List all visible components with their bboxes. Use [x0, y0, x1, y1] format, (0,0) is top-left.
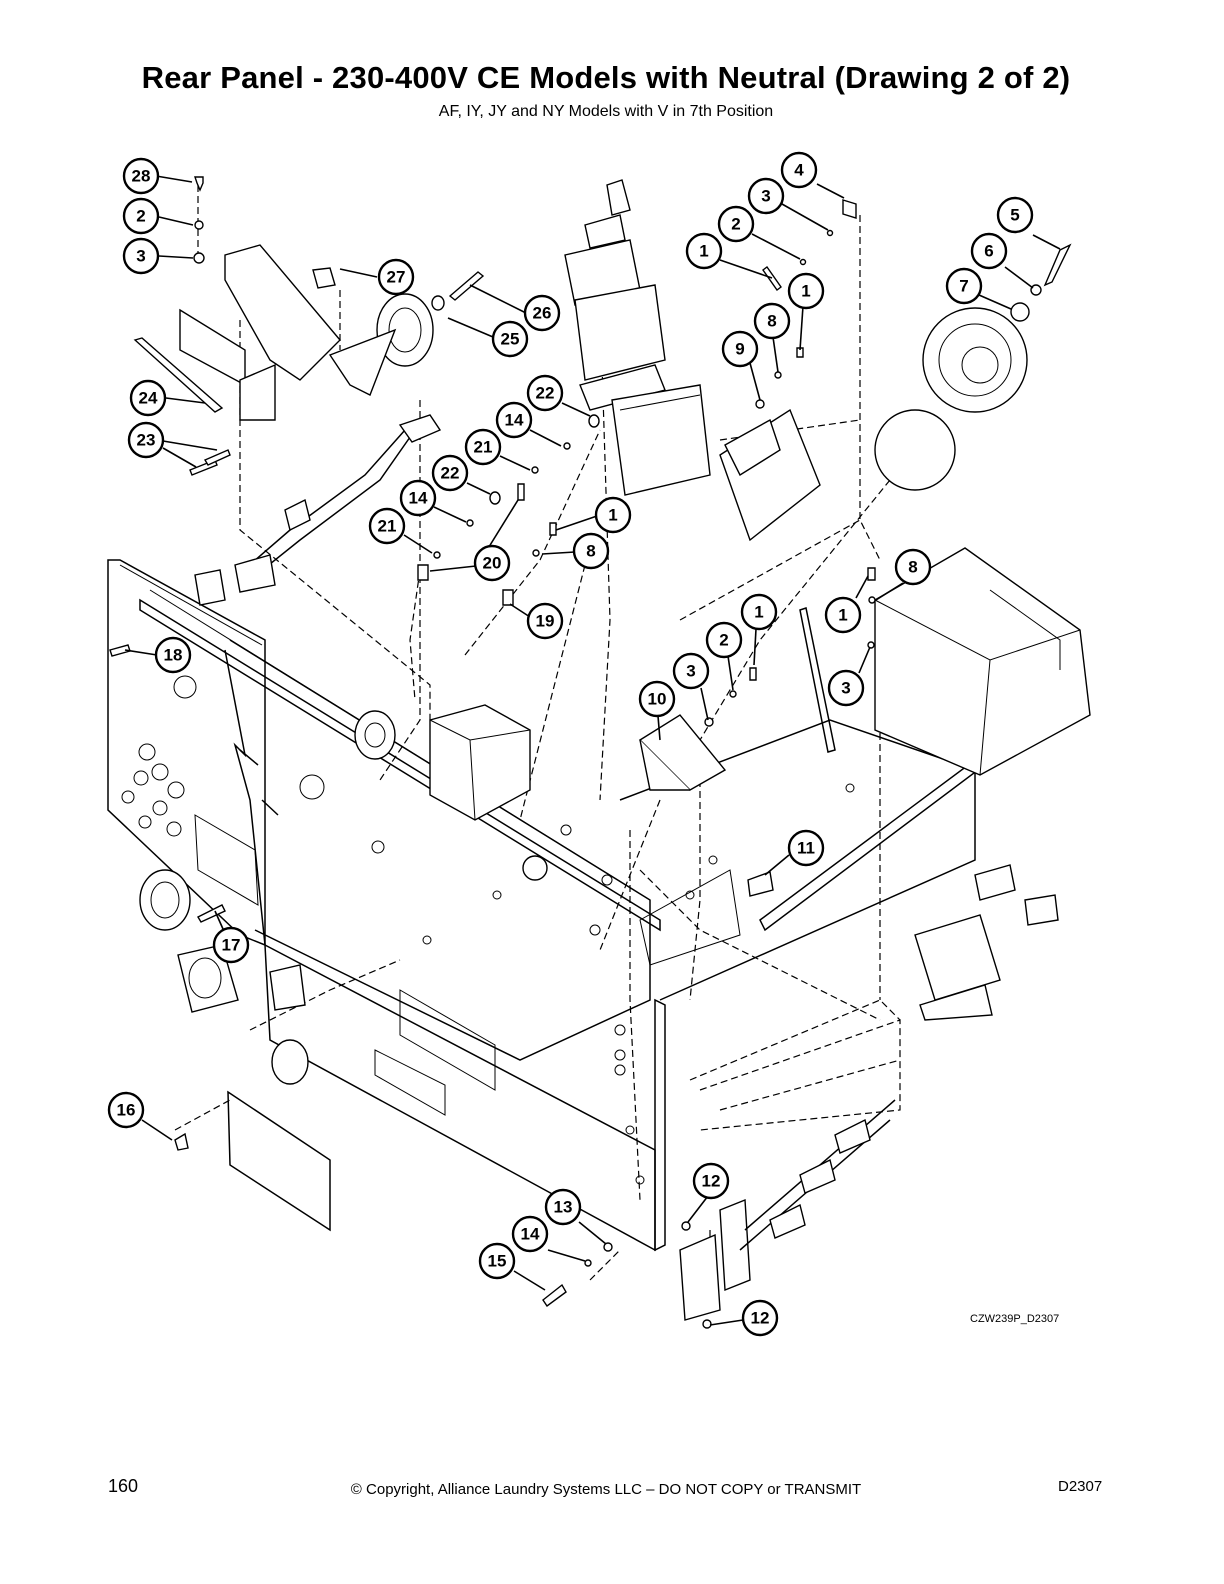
- callout-13: 13: [544, 1188, 582, 1226]
- callout-8: 8: [572, 532, 610, 570]
- svg-text:1: 1: [801, 282, 810, 301]
- svg-text:20: 20: [483, 554, 502, 573]
- svg-text:15: 15: [488, 1252, 507, 1271]
- svg-text:3: 3: [761, 187, 770, 206]
- callout-22: 22: [526, 374, 564, 412]
- callout-11: 11: [787, 829, 825, 867]
- svg-text:2: 2: [719, 631, 728, 650]
- svg-text:17: 17: [222, 936, 241, 955]
- page-number: 160: [108, 1476, 139, 1496]
- svg-text:5: 5: [1010, 206, 1019, 225]
- svg-text:6: 6: [984, 242, 993, 261]
- callout-12: 12: [741, 1299, 779, 1337]
- callout-26: 26: [523, 294, 561, 332]
- callout-3: 3: [827, 669, 865, 707]
- svg-text:25: 25: [501, 330, 520, 349]
- svg-text:18: 18: [164, 646, 183, 665]
- svg-text:3: 3: [686, 662, 695, 681]
- svg-text:11: 11: [797, 839, 815, 858]
- copyright-notice: © Copyright, Alliance Laundry Systems LL…: [350, 1481, 862, 1498]
- callout-19: 19: [526, 602, 564, 640]
- callout-21: 21: [368, 507, 406, 545]
- svg-text:7: 7: [959, 277, 968, 296]
- svg-text:27: 27: [387, 268, 406, 287]
- svg-text:14: 14: [409, 489, 428, 508]
- svg-text:3: 3: [136, 247, 145, 266]
- svg-text:14: 14: [521, 1225, 540, 1244]
- svg-text:28: 28: [132, 167, 151, 186]
- callout-25: 25: [491, 320, 529, 358]
- svg-text:16: 16: [117, 1101, 136, 1120]
- callout-8: 8: [753, 302, 791, 340]
- callout-2: 2: [705, 621, 743, 659]
- svg-text:21: 21: [378, 517, 397, 536]
- callout-6: 6: [970, 232, 1008, 270]
- callout-3: 3: [672, 652, 710, 690]
- callout-9: 9: [721, 330, 759, 368]
- callout-21: 21: [464, 428, 502, 466]
- svg-text:2: 2: [731, 215, 740, 234]
- callout-12: 12: [692, 1162, 730, 1200]
- loose-parts: [109, 176, 1072, 1329]
- callout-14: 14: [511, 1215, 549, 1253]
- svg-text:24: 24: [139, 389, 158, 408]
- page-title: Rear Panel - 230-400V CE Models with Neu…: [141, 60, 1071, 95]
- callout-1: 1: [787, 272, 825, 310]
- callout-7: 7: [945, 267, 983, 305]
- callout-24: 24: [129, 379, 167, 417]
- svg-text:22: 22: [536, 384, 555, 403]
- callout-14: 14: [399, 479, 437, 517]
- callout-1: 1: [594, 496, 632, 534]
- svg-text:10: 10: [648, 690, 667, 709]
- callout-23: 23: [127, 421, 165, 459]
- svg-text:22: 22: [441, 464, 460, 483]
- callout-1: 1: [824, 596, 862, 634]
- callout-8: 8: [894, 548, 932, 586]
- svg-text:14: 14: [505, 411, 524, 430]
- callout-3: 3: [122, 237, 160, 275]
- svg-text:8: 8: [767, 312, 776, 331]
- callout-20: 20: [473, 544, 511, 582]
- callout-markers: 28 2 3 27 26 25 24 23 22 14 21 22 14 21 …: [107, 151, 1034, 1337]
- callout-16: 16: [107, 1091, 145, 1129]
- drawing-code: CZW239P_D2307: [970, 1313, 1059, 1325]
- document-code: D2307: [1058, 1478, 1103, 1495]
- svg-text:3: 3: [841, 679, 850, 698]
- callout-14: 14: [495, 401, 533, 439]
- svg-text:8: 8: [586, 542, 595, 561]
- callout-22: 22: [431, 454, 469, 492]
- svg-text:1: 1: [699, 242, 708, 261]
- callout-10: 10: [638, 680, 676, 718]
- callout-1: 1: [685, 232, 723, 270]
- rear-panel-chassis: [107, 547, 1091, 1252]
- svg-text:8: 8: [908, 558, 917, 577]
- page-subtitle: AF, IY, JY and NY Models with V in 7th P…: [438, 103, 774, 120]
- callout-28: 28: [122, 157, 160, 195]
- callout-5: 5: [996, 196, 1034, 234]
- callout-2: 2: [717, 205, 755, 243]
- svg-text:4: 4: [794, 161, 804, 180]
- callout-3: 3: [747, 177, 785, 215]
- callout-1: 1: [740, 593, 778, 631]
- svg-text:26: 26: [533, 304, 552, 323]
- callout-15: 15: [478, 1242, 516, 1280]
- callout-4: 4: [780, 151, 818, 189]
- callout-27: 27: [377, 258, 415, 296]
- svg-text:2: 2: [136, 207, 145, 226]
- svg-text:19: 19: [536, 612, 555, 631]
- svg-text:1: 1: [838, 606, 847, 625]
- svg-text:1: 1: [754, 603, 763, 622]
- svg-text:13: 13: [554, 1198, 573, 1217]
- svg-text:1: 1: [608, 506, 617, 525]
- svg-text:23: 23: [137, 431, 156, 450]
- svg-text:21: 21: [474, 438, 493, 457]
- callout-18: 18: [154, 636, 192, 674]
- svg-text:12: 12: [751, 1309, 770, 1328]
- svg-text:9: 9: [735, 340, 744, 359]
- callout-17: 17: [212, 926, 250, 964]
- callout-2: 2: [122, 197, 160, 235]
- svg-text:12: 12: [702, 1172, 721, 1191]
